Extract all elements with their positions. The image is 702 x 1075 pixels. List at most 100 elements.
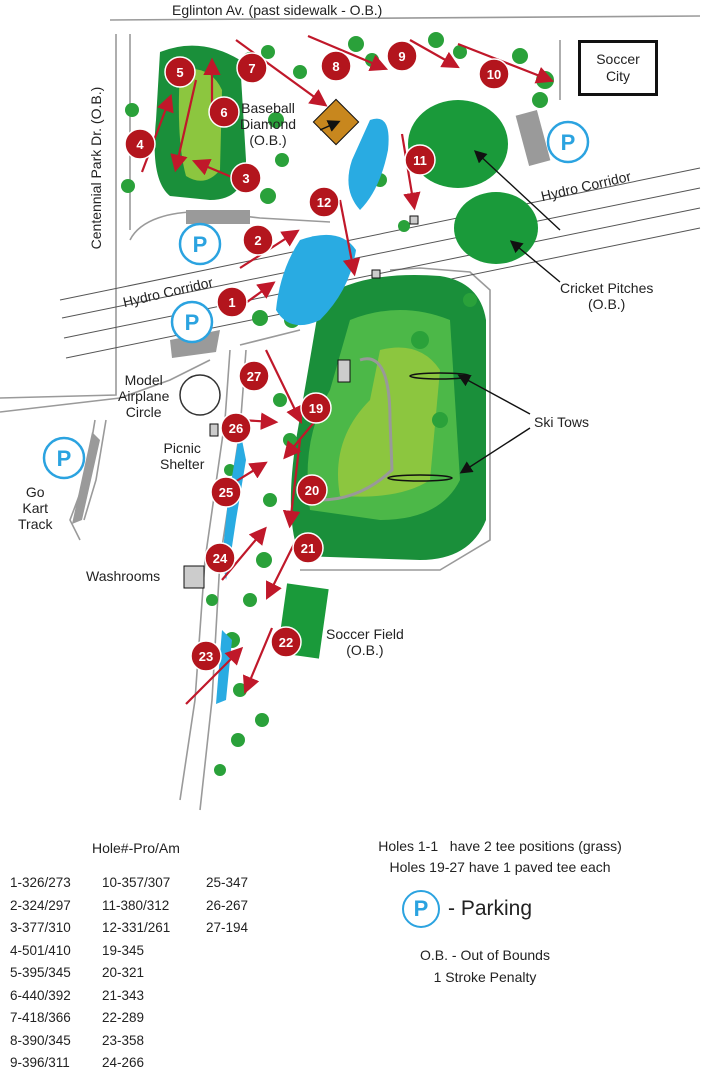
hole-marker-circle [320,50,352,82]
hole-marker-circle [190,640,222,672]
soccer-city-line1: Soccer [596,51,640,68]
hole-marker-circle [164,56,196,88]
hole-yardage-entry: 27-194 [206,920,249,935]
svg-text:P: P [193,232,208,257]
hole-marker-3: 3 [230,162,262,194]
hole-number: 26 [229,421,243,436]
parking-lot [186,210,250,224]
hole-marker-4: 4 [124,128,156,160]
hole-marker-circle [208,96,240,128]
centennial-label: Centennial Park Dr. (O.B.) [87,86,104,250]
hole-number: 12 [317,195,331,210]
hole-number: 1 [228,295,235,310]
hole-number: 11 [413,153,427,168]
baseball-line1: Baseball [241,100,295,116]
go-kart-label: Go Kart Track [18,484,52,532]
tree-clusters [121,32,554,776]
hole-yardage-entry: 20-321 [102,965,145,980]
hole-number: 3 [242,171,249,186]
hole-number: 23 [199,649,213,664]
go-kart-line3: Track [18,516,53,533]
hole-yardage-entry: 22-289 [102,1010,145,1025]
ski-tows-label: Ski Tows [534,414,589,430]
picnic-line2: Shelter [160,456,205,473]
model-airplane-line2: Airplane [118,388,170,405]
hole-number: 2 [254,233,261,248]
baseball-diamond [312,98,360,146]
hole-marker-24: 24 [204,542,236,574]
baseball-line3: (O.B.) [249,132,287,149]
hole-marker-2: 2 [242,224,274,256]
cricket-label: Cricket Pitches (O.B.) [560,280,653,312]
soccer-field-line2: (O.B.) [346,642,384,659]
baseball-label: Baseball Diamond (O.B.) [240,100,296,148]
svg-text:P: P [57,446,72,471]
parking-icon: P [42,436,86,480]
hole-yardage-entry: 25-347 [206,875,249,890]
buildings [183,215,419,589]
svg-text:P: P [185,310,200,335]
hole-marker-10: 10 [478,58,510,90]
svg-text:P: P [561,130,576,155]
hole-marker-circle [308,186,340,218]
hole-marker-26: 26 [220,412,252,444]
hole-marker-circle [404,144,436,176]
soccer-field-label: Soccer Field (O.B.) [326,626,404,658]
hole-yardage-entry: 4-501/410 [10,942,71,958]
hole-yardage-entry: 11-380/312 [102,897,170,913]
hole-marker-20: 20 [296,474,328,506]
tee-note-line2: Holes 19-27 have 1 paved tee each [389,859,611,875]
picnic-line1: Picnic [163,440,201,456]
model-airplane-line3: Circle [125,404,162,421]
hole-marker-1: 1 [216,286,248,318]
hole-marker-19: 19 [300,392,332,424]
hole-marker-circle [296,474,328,506]
hole-marker-circle [204,542,236,574]
hole-number: 22 [279,635,293,650]
ski-path [319,357,394,502]
parking-legend: P - Parking [402,890,532,928]
hole-marker-23: 23 [190,640,222,672]
hole-marker-circle [386,40,418,72]
hole-marker-circle [300,392,332,424]
soccer-field-line1: Soccer Field [326,626,404,642]
hole-yardage-entry: 9-396/311 [10,1055,70,1070]
parking-lot [170,330,220,358]
hole-marker-7: 7 [236,52,268,84]
parking-lot [515,110,551,166]
hole-marker-circle [216,286,248,318]
hole-yardage-entry: 12-331/261 [102,920,171,935]
hole-yardage-entry: 8-390/345 [10,1032,71,1048]
hole-number: 5 [176,65,183,80]
hole-yardage-entry: 5-395/345 [10,965,71,980]
hole-number: 21 [301,541,315,556]
picnic-shelter-label: Picnic Shelter [160,440,204,472]
soccer-city-line2: City [605,68,631,84]
hole-number: 19 [309,401,323,416]
hole-number: 27 [247,369,261,384]
hole-number: 25 [219,485,233,500]
ob-line1: O.B. - Out of Bounds [420,947,550,963]
hole-yardage-entry: 19-345 [102,942,145,958]
soccer-city-box: Soccer City [578,40,658,96]
hole-yardage-entry: 1-326/273 [10,875,71,890]
parking-symbols: P P P P [42,120,590,480]
hole-number: 24 [213,551,228,566]
cricket-line2: (O.B.) [588,296,626,313]
hole-number: 10 [487,67,501,82]
hole-number: 20 [305,483,319,498]
ob-note: O.B. - Out of Bounds 1 Stroke Penalty [400,944,570,988]
tee-notes: Holes 1-1 have 2 tee positions (grass) H… [330,836,670,878]
hole-marker-21: 21 [292,532,324,564]
pointer-arrows [319,120,561,474]
hole-marker-circle [210,476,242,508]
hole-number: 8 [332,59,339,74]
hole-marker-circle [242,224,274,256]
hole-marker-circle [230,162,262,194]
go-kart-road [72,432,100,524]
hole-marker-circle [236,52,268,84]
